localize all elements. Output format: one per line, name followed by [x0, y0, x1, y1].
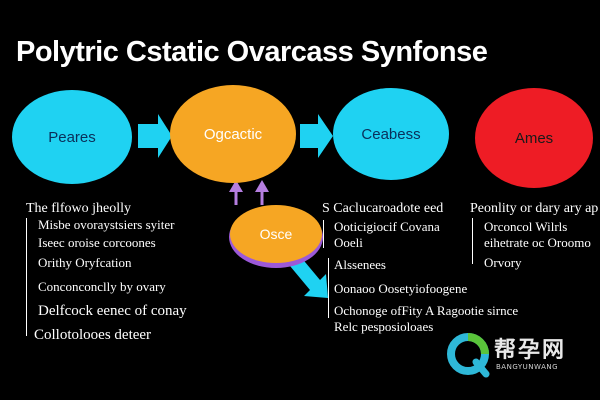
node-osce: Osce [229, 205, 323, 268]
middle-notes-bracket-top [323, 220, 324, 248]
node-ames: Ames [475, 88, 593, 188]
left-note-item: Delfcock eenec of conay [38, 303, 187, 319]
middle-notes-bracket-bottom [328, 258, 329, 318]
arrow-pears-to-ogcactic [138, 114, 172, 158]
middle-note-item: Ochonoge ofFity A Ragootie sirnce [334, 303, 519, 318]
watermark-logo-icon [447, 333, 490, 378]
middle-note-item: Alssenees [334, 257, 386, 272]
node-ceabess-label: Ceabess [361, 126, 420, 143]
watermark-logo-text: 帮孕网 [494, 338, 567, 363]
middle-note-item: Oonaoo Oosetyiofoogene [334, 281, 468, 296]
watermark: 帮孕网 BANGYUNWANG [446, 330, 586, 380]
left-notes-bracket [26, 218, 27, 336]
arrow-osce-to-ogcactic-right [255, 180, 269, 205]
arrow-ogcactic-to-ceabess [300, 114, 333, 158]
arrow-osce-to-bottom [290, 256, 328, 298]
right-note-item: Orvory [484, 255, 522, 270]
node-pears-label: Peares [48, 129, 96, 146]
node-ogcactic-label: Ogcactic [204, 126, 263, 143]
node-ames-label: Ames [515, 130, 553, 147]
node-osce-label: Osce [260, 226, 293, 242]
node-ogcactic: Ogcactic [170, 85, 296, 183]
right-note-item: eihetrate oc Oroomo [484, 235, 591, 250]
diagram-title: Polytric Cstatic Ovarcass Synfonse [16, 36, 488, 68]
left-note-item: Orithy Oryfcation [38, 255, 132, 270]
right-note-item: Orconcol Wilrls [484, 219, 568, 234]
left-notes-heading: The flfowo jheolly [26, 201, 131, 216]
node-pears: Peares [12, 90, 132, 184]
middle-note-item: Ooeli [334, 235, 363, 250]
arrow-osce-to-ogcactic-left [229, 180, 243, 205]
right-notes-bracket [472, 218, 473, 264]
middle-notes-heading: S Caclucaroadote eed [322, 201, 444, 216]
watermark-subtext: BANGYUNWANG [496, 363, 559, 371]
left-note-item: Misbe ovoraystsiers syiter [38, 217, 175, 232]
right-notes-heading: Peonlity or dary ary ap [470, 201, 599, 216]
middle-note-item: Relc pesposioloaes [334, 319, 434, 334]
left-note-item: Iseec oroise corcoones [38, 235, 156, 250]
left-note-item: Collotolooes deteer [34, 327, 152, 343]
middle-note-item: Ooticigiocif Covana [334, 219, 440, 234]
left-note-item: Conconconclly by ovary [38, 279, 166, 294]
node-ceabess: Ceabess [333, 88, 449, 180]
